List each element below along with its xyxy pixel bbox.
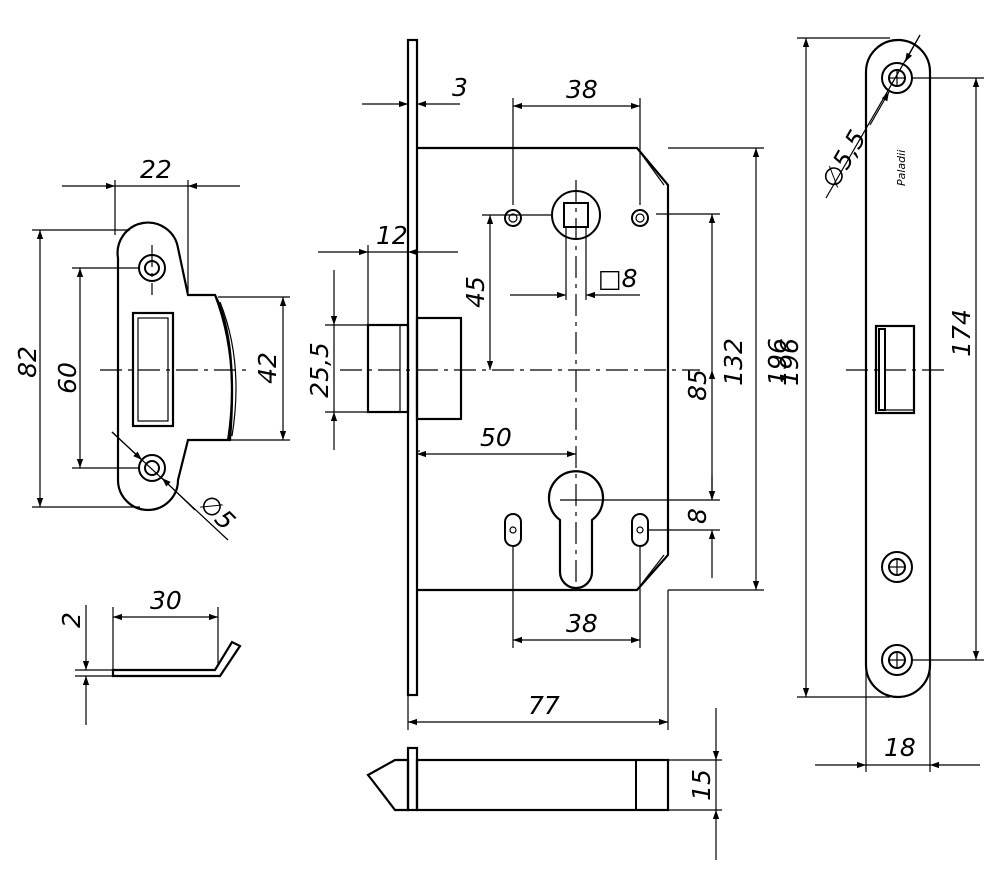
- dim-top-hole-spacing: 38: [566, 75, 598, 104]
- dim-strike-side-length: 30: [150, 586, 182, 615]
- dim-spindle-square: □8: [598, 264, 638, 293]
- lock-case-outline: [417, 146, 670, 592]
- strike-opening: [131, 311, 175, 428]
- dim-backset: 50: [480, 423, 512, 452]
- cylinder-cutout: [547, 470, 605, 590]
- strike-lip: [214, 294, 233, 441]
- faceplate: Paladii 196 ∅5,5 174 18: [775, 34, 984, 772]
- lock-body: 3 38 12 25,5 45 □8 50 85: [305, 38, 792, 730]
- dim-faceplate-thickness: 3: [452, 73, 468, 102]
- dim-strike-width: 22: [140, 155, 172, 184]
- dim-faceplate-width: 18: [884, 733, 916, 762]
- faceplate-hole-mid: [881, 551, 913, 583]
- strike-plate: 22 82 60 42 ∅5: [13, 155, 290, 541]
- dim-cylinder-offset: 8: [683, 508, 712, 524]
- dim-strike-lip-height: 42: [253, 352, 282, 384]
- dim-latch-height: 25,5: [305, 342, 334, 398]
- top-hole-right: [631, 209, 649, 227]
- dim-strike-thickness: 2: [57, 612, 86, 628]
- dim-strike-height: 82: [13, 346, 42, 378]
- faceplate-hole-bottom: [881, 644, 913, 676]
- lock-body-bottom-view: 15: [366, 708, 722, 860]
- dim-strike-hole-spacing: 60: [53, 362, 82, 394]
- dim-body-depth: 77: [528, 691, 560, 720]
- top-hole-left: [504, 209, 522, 227]
- dim-centre-distance: 85: [683, 369, 712, 401]
- latch-body: [415, 316, 463, 421]
- bottom-hole-right: [631, 513, 649, 547]
- dim-spindle-offset: 45: [461, 276, 490, 308]
- dim-faceplate-height: 196: [763, 338, 792, 386]
- dim-body-height: 132: [719, 338, 748, 386]
- strike-plate-side: 30 2: [57, 586, 242, 725]
- dim-faceplate-hole-diameter: ∅5,5: [816, 125, 872, 193]
- strike-plate-outline: [116, 221, 234, 512]
- dim-strike-hole-diameter: ∅5: [194, 489, 241, 536]
- dim-body-width: 15: [687, 769, 716, 801]
- lock-faceplate-edge: [406, 38, 419, 697]
- dim-faceplate-total-height: 196: [775, 338, 804, 386]
- faceplate-hole-top: [881, 62, 913, 94]
- spindle-hub: [551, 190, 601, 300]
- dim-faceplate-hole-spacing: 174: [947, 309, 976, 357]
- dim-latch-projection: 12: [376, 221, 408, 250]
- bottom-hole-left: [504, 513, 522, 547]
- latch-bolt: [366, 323, 410, 414]
- dim-bottom-hole-spacing: 38: [566, 609, 598, 638]
- brand-label: Paladii: [895, 150, 908, 186]
